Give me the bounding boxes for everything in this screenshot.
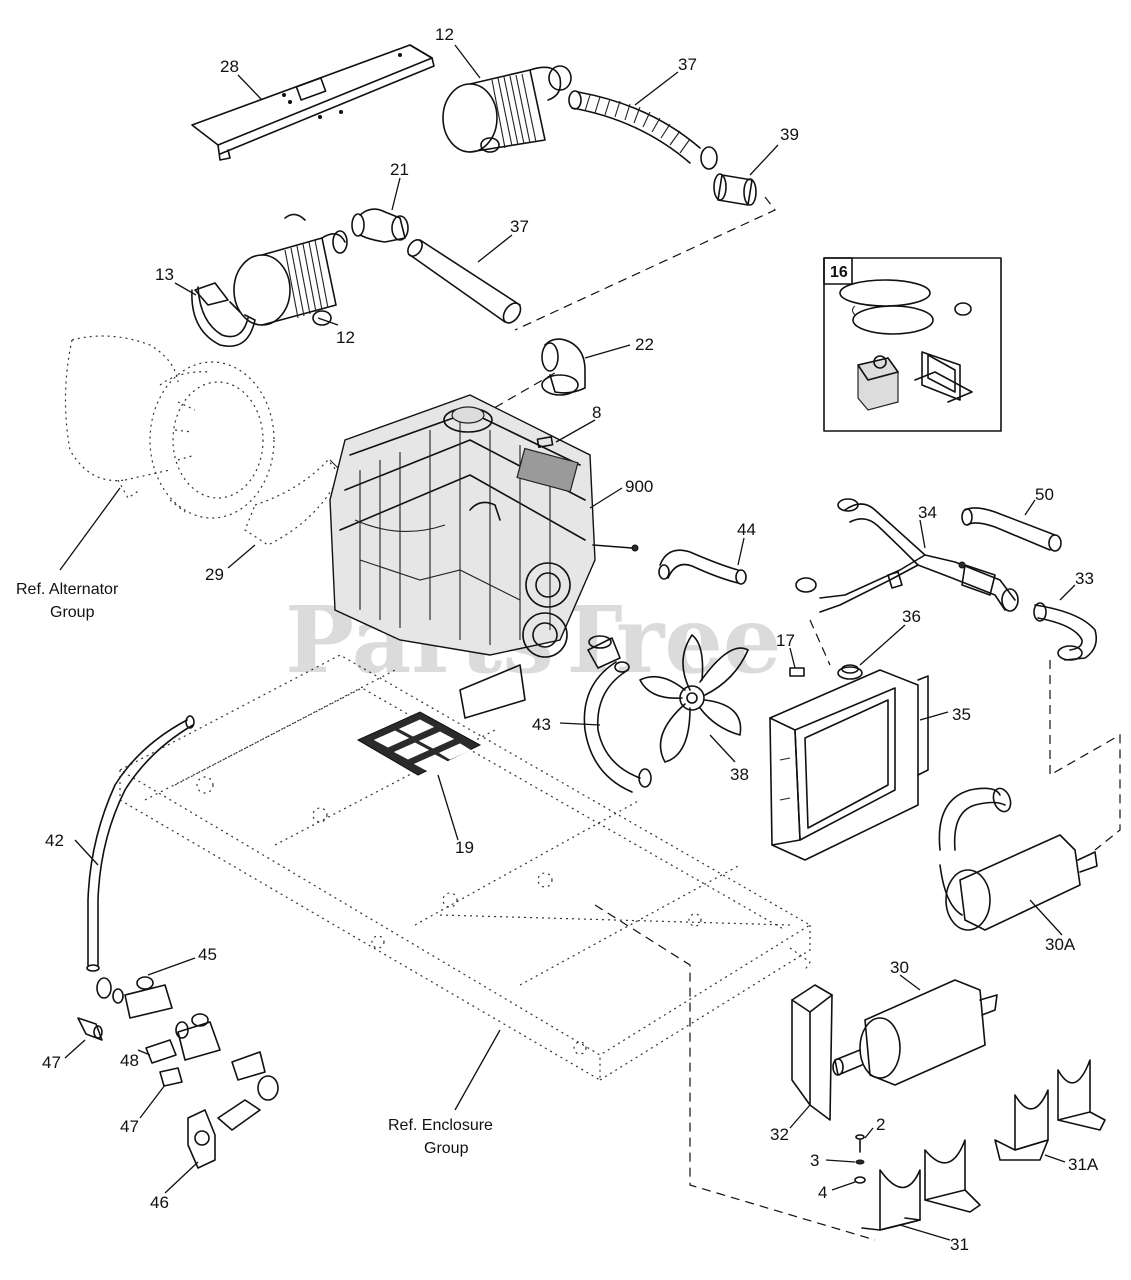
part-4-washer[interactable] (854, 1176, 866, 1184)
part-44-hose[interactable] (658, 549, 747, 585)
callout-42: 42 (45, 831, 64, 850)
ref-alternator-line2: Group (50, 604, 95, 621)
callout-28: 28 (220, 57, 239, 76)
part-22-elbow[interactable] (541, 338, 586, 396)
callout-22: 22 (635, 335, 654, 354)
callout-30: 30 (890, 958, 909, 977)
part-13-clamp[interactable] (191, 282, 256, 347)
connector-line-intake (514, 196, 776, 331)
part-37-hose-top[interactable] (568, 90, 718, 170)
kit-box-number: 16 (830, 264, 848, 281)
part-31a-bracket[interactable] (994, 1059, 1106, 1161)
part-48-fitting[interactable] (145, 1021, 189, 1064)
callout-19: 19 (455, 838, 474, 857)
callout-30a: 30A (1045, 935, 1076, 954)
part-46-flange[interactable] (187, 1051, 279, 1169)
callout-37-mid: 37 (510, 217, 529, 236)
part-42-fuel-line[interactable] (86, 715, 195, 972)
callout-32: 32 (770, 1125, 789, 1144)
callout-48: 48 (120, 1051, 139, 1070)
callout-45: 45 (198, 945, 217, 964)
connector-line-exhaust (1049, 660, 1121, 851)
callout-2: 2 (876, 1115, 885, 1134)
ref-enclosure-line2: Group (424, 1140, 469, 1157)
part-29-shield[interactable] (244, 459, 341, 546)
callout-38: 38 (730, 765, 749, 784)
callout-4: 4 (818, 1183, 827, 1202)
callout-31a: 31A (1068, 1155, 1099, 1174)
part-45-fuel-valve[interactable] (96, 976, 221, 1061)
part-8-decal[interactable] (536, 436, 554, 448)
part-38-fan[interactable] (639, 634, 749, 763)
callout-13: 13 (155, 265, 174, 284)
callout-8: 8 (592, 403, 601, 422)
callout-labels: 28 12 37 39 21 37 13 12 22 8 900 29 44 3… (16, 25, 1099, 1254)
part-3-lock-washer[interactable] (855, 1159, 865, 1165)
part-17-decal[interactable] (789, 667, 805, 677)
alternator-housing (64, 335, 275, 519)
callout-21: 21 (390, 160, 409, 179)
callout-36: 36 (902, 607, 921, 626)
part-16-kit-box[interactable]: 16 (823, 257, 1002, 432)
part-37-tube-mid[interactable] (405, 237, 524, 326)
callout-47-a: 47 (42, 1053, 61, 1072)
callout-39: 39 (780, 125, 799, 144)
callout-43: 43 (532, 715, 551, 734)
part-28-cover-plate[interactable] (191, 44, 435, 161)
part-47-fitting-a[interactable] (77, 1017, 103, 1041)
callout-50: 50 (1035, 485, 1054, 504)
part-33-elbow-hose[interactable] (1033, 602, 1098, 661)
callout-29: 29 (205, 565, 224, 584)
part-12-air-cleaner-top[interactable] (442, 65, 572, 153)
part-39-coupler[interactable] (713, 173, 757, 206)
ref-alternator-line1: Ref. Alternator (16, 581, 119, 598)
callout-3: 3 (810, 1151, 819, 1170)
callout-900: 900 (625, 477, 653, 496)
part-900-engine[interactable] (329, 394, 639, 719)
part-47-fitting-b[interactable] (159, 1067, 183, 1087)
part-35-radiator[interactable] (769, 669, 929, 861)
ref-enclosure-line1: Ref. Enclosure (388, 1117, 493, 1134)
callout-35: 35 (952, 705, 971, 724)
part-30-muffler[interactable] (832, 979, 998, 1086)
callout-47-b: 47 (120, 1117, 139, 1136)
callout-46: 46 (150, 1193, 169, 1212)
callout-34: 34 (918, 503, 937, 522)
connector-line-mount (594, 904, 876, 1241)
part-31-bracket[interactable] (861, 1139, 981, 1231)
part-2-bolt[interactable] (855, 1134, 865, 1153)
callout-44: 44 (737, 520, 756, 539)
part-36-radiator-cap[interactable] (837, 664, 863, 680)
leader-lines (59, 44, 1076, 1241)
part-43-hose[interactable] (583, 635, 652, 793)
part-21-elbow[interactable] (351, 208, 409, 243)
callout-12-top: 12 (435, 25, 454, 44)
connector-line-cap (809, 619, 831, 666)
part-34-y-pipe[interactable] (795, 498, 1019, 613)
part-19-grille[interactable] (356, 711, 482, 776)
callout-37-top: 37 (678, 55, 697, 74)
part-12-air-cleaner-mid[interactable] (233, 213, 348, 326)
part-30a-muffler[interactable] (938, 786, 1098, 931)
callout-17: 17 (776, 631, 795, 650)
part-32-heat-shield[interactable] (791, 984, 833, 1121)
callout-33: 33 (1075, 569, 1094, 588)
callout-31: 31 (950, 1235, 969, 1254)
part-50-hose[interactable] (961, 507, 1062, 552)
callout-12-mid: 12 (336, 328, 355, 347)
enclosure-frame (118, 654, 812, 1082)
